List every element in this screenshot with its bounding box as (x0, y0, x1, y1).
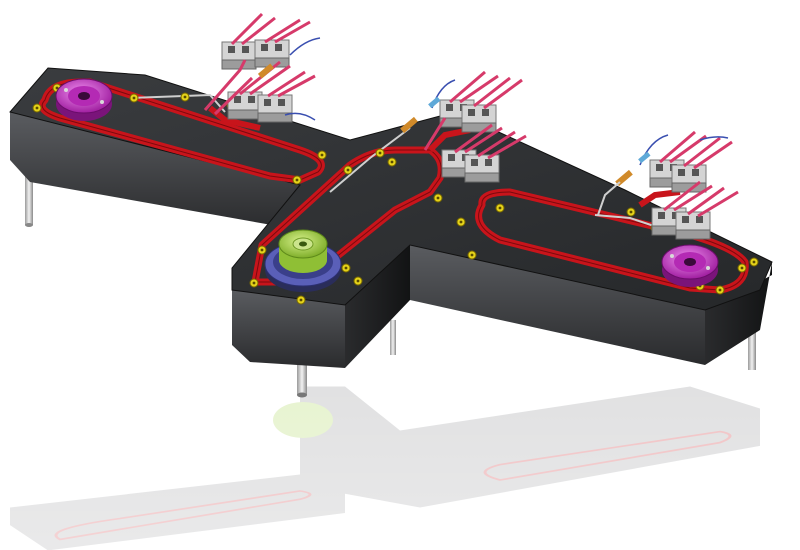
terminal-group-center (400, 70, 527, 183)
lead-wires-right (659, 130, 739, 218)
manifold-top-surface (9, 67, 773, 311)
nozzle-bushing-left (55, 78, 113, 122)
support-pins (25, 175, 756, 398)
thermocouple-line-center (329, 127, 411, 193)
support-pin-right (748, 330, 756, 370)
support-pin-left (25, 175, 33, 225)
center-stem-side-face (232, 290, 345, 368)
sprue-bushing (264, 229, 342, 292)
support-pin-mid (390, 320, 396, 355)
thermocouple-sleeve-left (257, 63, 275, 79)
lead-wires-left (203, 12, 316, 116)
terminal-group-right (597, 130, 739, 240)
left-arm-side-face (10, 112, 300, 230)
thermocouple-sleeve-center (400, 116, 418, 134)
manifold-body (9, 67, 773, 368)
center-stem-right-face (345, 245, 410, 368)
thermocouple-line-right (594, 214, 661, 229)
nozzle-bushing-right (661, 244, 719, 288)
terminal-group-left (203, 12, 321, 123)
lead-wires-center (423, 70, 527, 160)
right-arm-side-face (410, 245, 705, 365)
thermocouple-line-left (129, 93, 226, 113)
support-pin-center (297, 350, 307, 395)
